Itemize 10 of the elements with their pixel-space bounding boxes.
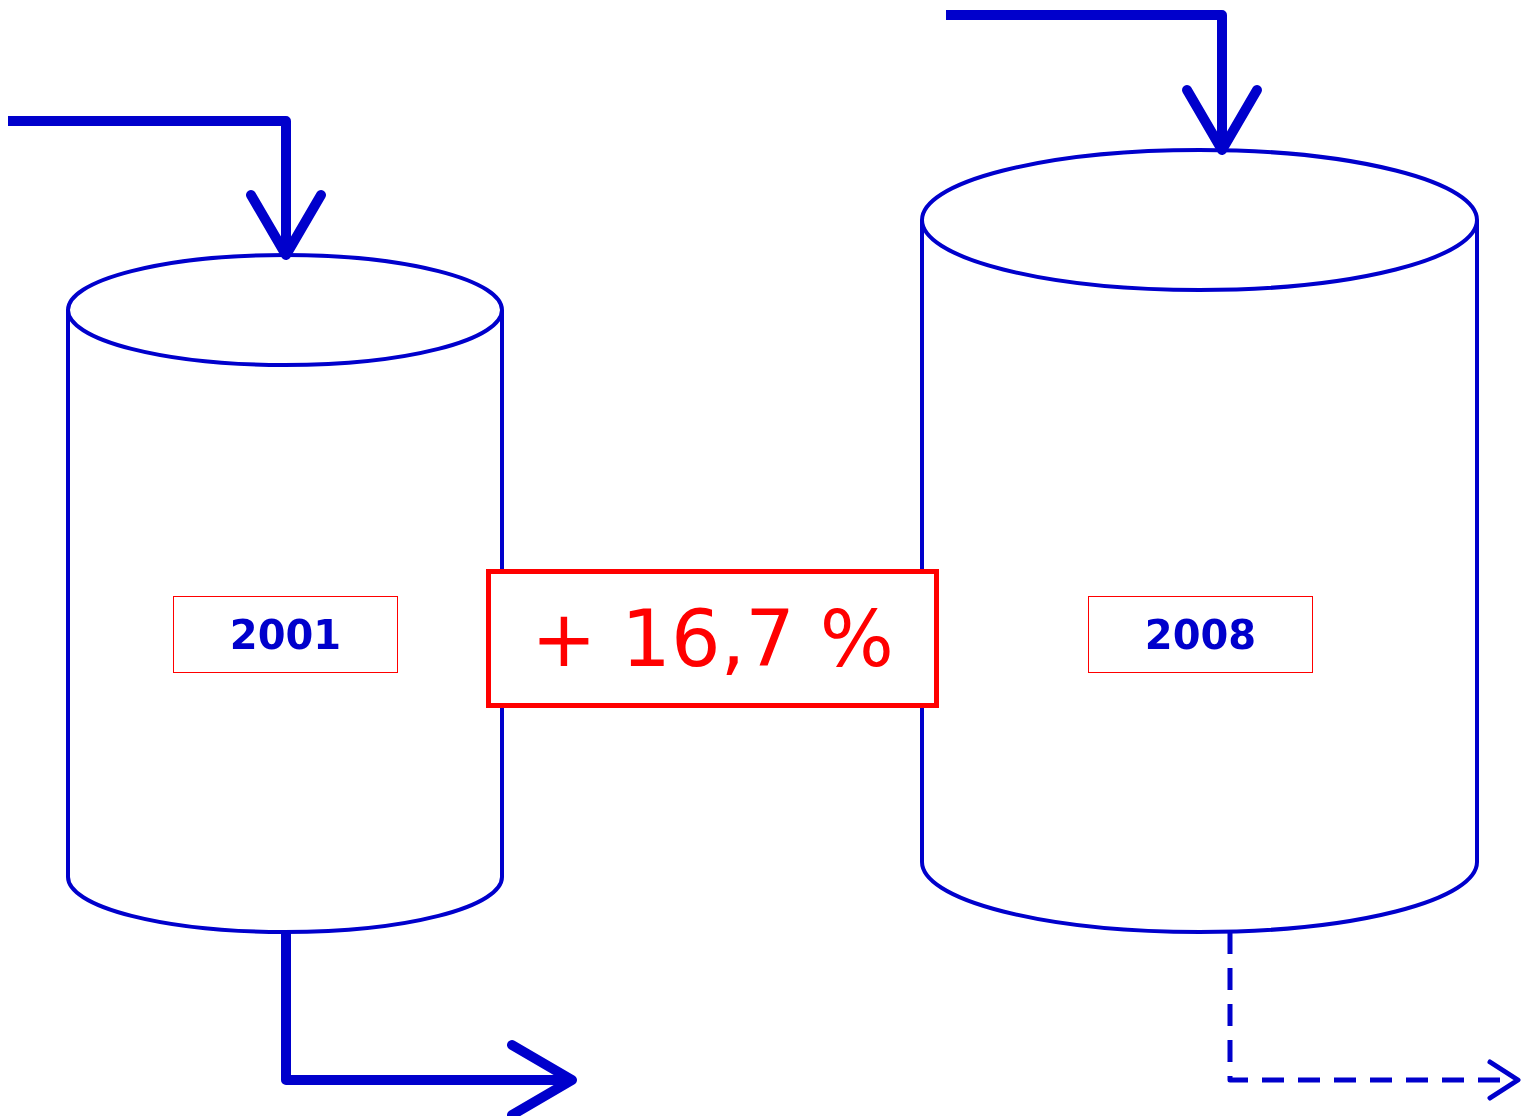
percent-label: + 16,7 %: [531, 593, 894, 684]
year-box: [173, 596, 398, 673]
arrow: [8, 116, 326, 260]
change-box: [486, 569, 939, 708]
arrow: [281, 932, 577, 1116]
year-label: 2001: [229, 611, 342, 658]
arrow: [946, 10, 1262, 155]
arrow: [1227, 932, 1521, 1101]
year-box: [1088, 596, 1313, 673]
year-label: 2008: [1144, 611, 1257, 658]
